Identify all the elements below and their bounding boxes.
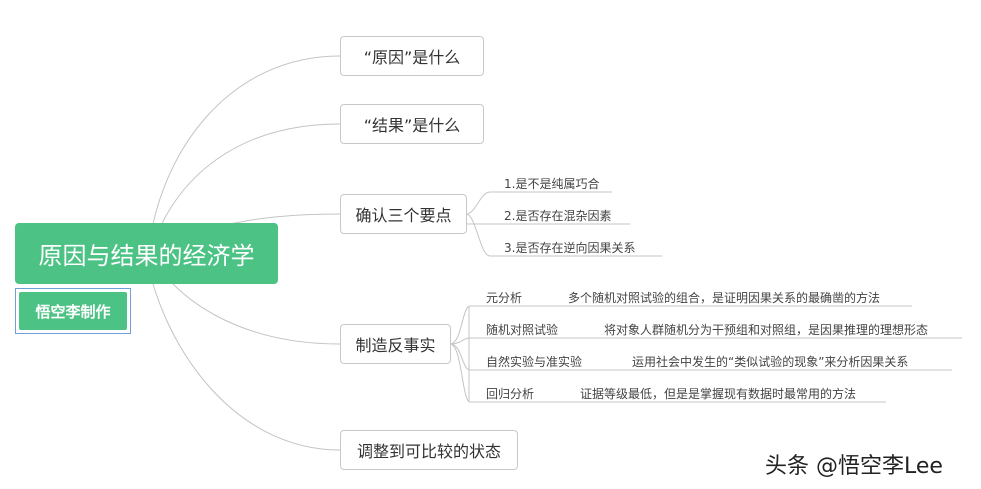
subtopic-desc: 运用社会中发生的“类似试验的现象”来分析因果关系 — [632, 355, 909, 369]
connector-t3-c3 — [465, 213, 662, 257]
subtopic-confounding[interactable]: 2.是否存在混杂因素 — [504, 209, 612, 223]
topic-label: “原因”是什么 — [363, 48, 461, 67]
topic-adjust-comparable[interactable]: 调整到可比较的状态 — [340, 430, 518, 470]
subtopic-desc: 多个随机对照试验的组合，是证明因果关系的最确凿的方法 — [568, 291, 881, 305]
watermark: 头条 @悟空李Lee — [765, 454, 943, 479]
subtopic-coincidence[interactable]: 1.是不是纯属巧合 — [504, 177, 600, 191]
subtopic-desc: 将对象人群随机分为干预组和对照组，是因果推理的理想形态 — [604, 323, 929, 337]
topic-label: “结果”是什么 — [363, 116, 461, 135]
topic-effect[interactable]: “结果”是什么 — [340, 104, 484, 144]
topic-counterfactual[interactable]: 制造反事实 — [340, 324, 451, 364]
root-topic[interactable]: 原因与结果的经济学 — [15, 223, 278, 284]
subtopic-regression[interactable]: 回归分析 证据等级最低，但是是掌握现有数据时最常用的方法 — [486, 385, 882, 402]
subtopic-meta-analysis[interactable]: 元分析 多个随机对照试验的组合，是证明因果关系的最确凿的方法 — [486, 289, 906, 306]
connector-t3-c1 — [465, 191, 612, 215]
subtopic-name: 回归分析 — [486, 387, 535, 401]
connector-t4-c1 — [449, 305, 912, 345]
topic-label: 调整到可比较的状态 — [356, 442, 501, 461]
connector-root-topic-1 — [147, 55, 341, 254]
author-badge[interactable]: 悟空李制作 — [15, 288, 131, 334]
topic-cause[interactable]: “原因”是什么 — [340, 36, 484, 76]
subtopic-name: 随机对照试验 — [486, 323, 559, 337]
subtopic-name: 自然实验与准实验 — [486, 355, 583, 369]
subtopic-rct[interactable]: 随机对照试验 将对象人群随机分为干预组和对照组，是因果推理的理想形态 — [486, 321, 956, 338]
topic-label: 制造反事实 — [355, 336, 436, 355]
connector-t4-c2 — [449, 337, 962, 345]
subtopic-reverse-causality[interactable]: 3.是否存在逆向因果关系 — [504, 241, 636, 255]
topic-label: 确认三个要点 — [355, 206, 452, 225]
subtopic-desc: 证据等级最低，但是是掌握现有数据时最常用的方法 — [580, 387, 857, 401]
root-title: 原因与结果的经济学 — [38, 242, 255, 270]
author-label: 悟空李制作 — [19, 292, 127, 330]
connector-t4-c3 — [449, 343, 952, 371]
subtopic-natural-experiment[interactable]: 自然实验与准实验 运用社会中发生的“类似试验的现象”来分析因果关系 — [486, 353, 946, 370]
topic-three-points[interactable]: 确认三个要点 — [340, 194, 467, 234]
connector-t4-c4 — [449, 343, 886, 403]
subtopic-name: 元分析 — [486, 291, 523, 305]
connector-root-topic-5 — [145, 252, 341, 451]
